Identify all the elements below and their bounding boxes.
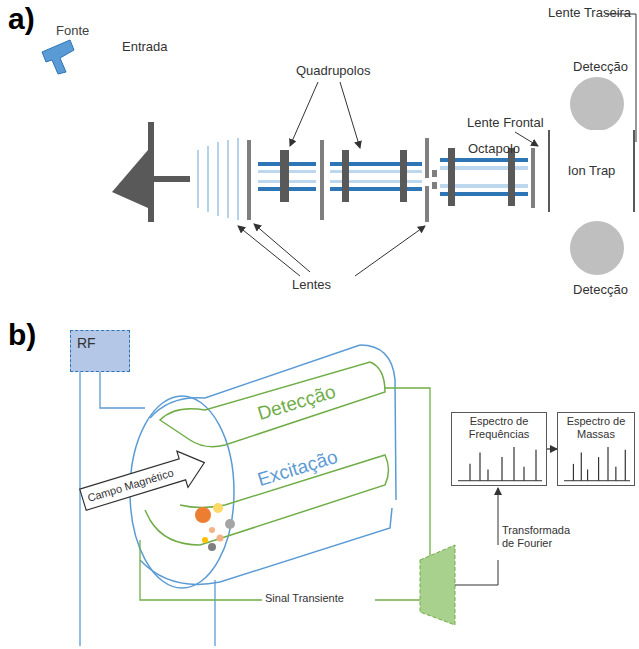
lens-stack	[198, 138, 238, 220]
fourier-arrow	[498, 488, 499, 545]
node-text: Espectro de Massas	[562, 415, 630, 440]
octapole-rods	[440, 148, 528, 206]
label: Lente Traseira	[548, 6, 631, 21]
detector-electrode	[570, 77, 624, 131]
label: Entrada	[122, 40, 168, 55]
fourier-line	[455, 560, 498, 585]
amplifier	[420, 545, 455, 625]
label: Lente Frontal	[467, 116, 544, 131]
leader-lines	[238, 14, 636, 276]
label: Detecção	[573, 60, 628, 75]
label: Excitação	[255, 446, 340, 491]
spectrum-box: Espectro de Frequências	[451, 412, 547, 486]
rf-wires	[80, 372, 215, 646]
label: Transformada de Fourier	[502, 524, 570, 549]
label: a)	[8, 2, 35, 37]
connector	[547, 448, 557, 449]
spectrum-plot	[558, 445, 636, 487]
inlet-cone	[112, 122, 190, 222]
detector-electrode	[570, 221, 624, 275]
label: Fonte	[56, 24, 89, 39]
label: Lentes	[292, 278, 331, 293]
node-text: RF	[77, 335, 123, 351]
label: Detecção	[255, 381, 338, 425]
node-text: Ion Trap	[568, 164, 616, 179]
rf-box: RF	[70, 330, 130, 372]
spectrum-plot	[452, 445, 548, 487]
ion-source	[42, 40, 74, 74]
label: Quadrupolos	[296, 64, 370, 79]
label: Sinal Transiente	[265, 592, 344, 605]
label: b)	[8, 318, 36, 353]
label: Detecção	[573, 283, 628, 298]
ion-trap-box: Ion Trap	[548, 130, 635, 212]
ions	[195, 503, 235, 551]
signal-wires	[140, 388, 430, 600]
spectrum-box: Espectro de Massas	[557, 412, 635, 486]
node-text: Espectro de Frequências	[456, 415, 542, 440]
label: Octapolo	[468, 142, 520, 157]
field-arrow: Campo Magnético	[76, 443, 211, 519]
quadrupole-rods	[258, 150, 422, 202]
lens-plates	[247, 138, 535, 222]
